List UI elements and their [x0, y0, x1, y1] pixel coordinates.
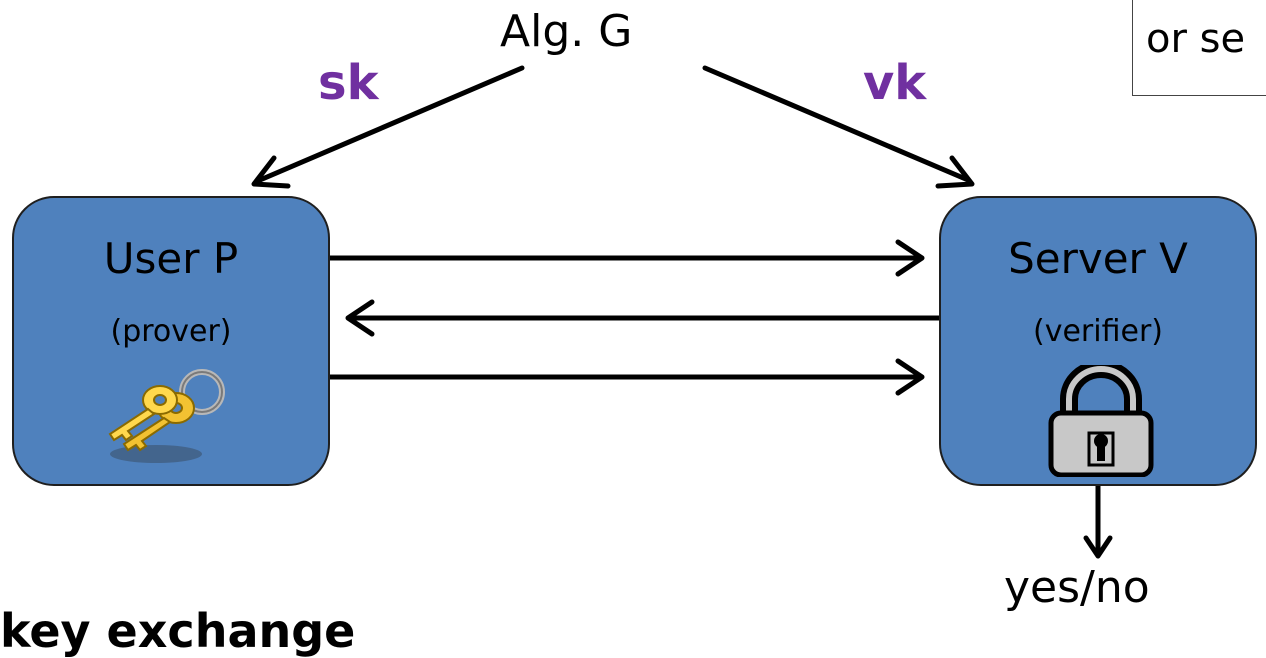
arrow-verifier-to-outcome [1083, 483, 1113, 559]
verification-key-label: vk [863, 55, 927, 111]
arrow-alg-to-prover [251, 65, 525, 189]
prover-name: User P [103, 234, 239, 283]
secret-key-label: sk [318, 55, 379, 111]
arrows-layer [251, 65, 1113, 559]
verifier-name: Server V [1008, 234, 1188, 283]
keys-icon [94, 358, 234, 468]
top-note-box: or se [1132, 0, 1266, 96]
prover-role: (prover) [110, 314, 232, 349]
prover-box: User P (prover) [12, 196, 330, 486]
arrow-alg-to-verifier [702, 65, 975, 189]
generator-label: Alg. G [500, 6, 633, 57]
top-note-text: or se [1146, 16, 1246, 62]
arrow-verifier-to-prover [345, 299, 942, 337]
outcome-label: yes/no [1004, 562, 1150, 613]
arrow-prover-to-verifier-2 [327, 358, 925, 396]
verifier-role: (verifier) [1033, 314, 1163, 349]
padlock-icon [1039, 360, 1163, 478]
arrow-prover-to-verifier-1 [327, 239, 925, 277]
section-heading: key exchange [0, 604, 356, 658]
verifier-box: Server V (verifier) [939, 196, 1257, 486]
